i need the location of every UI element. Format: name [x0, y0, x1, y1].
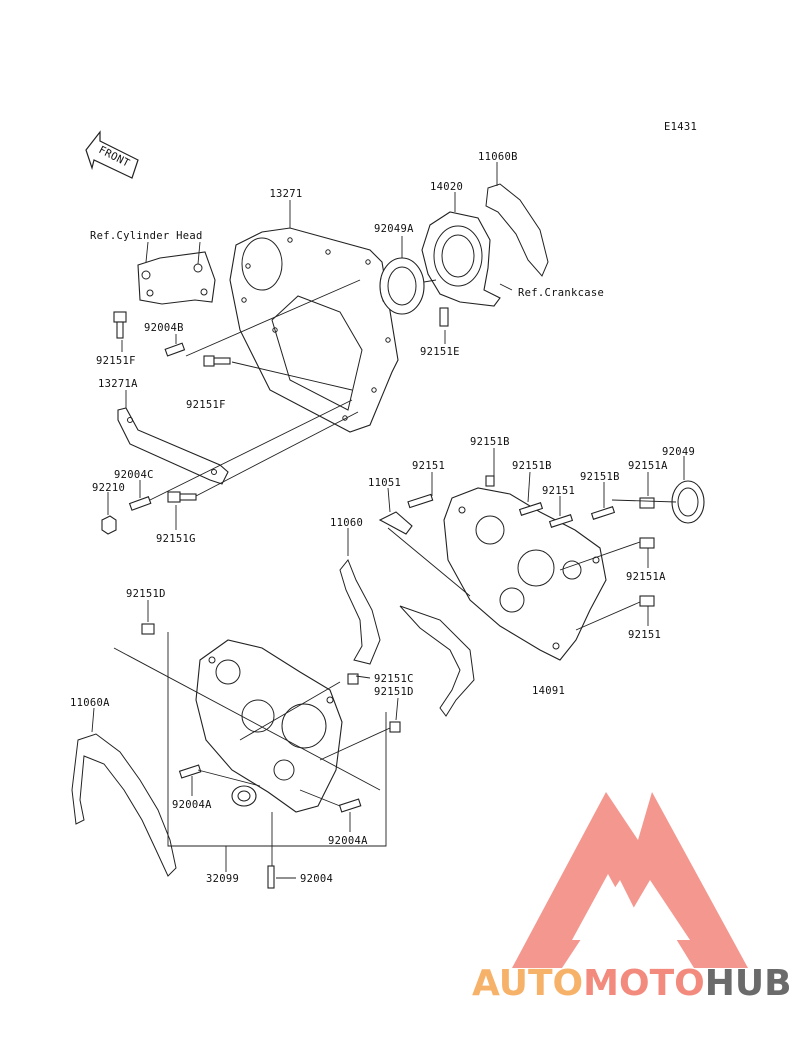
label-11051: 11051: [368, 477, 401, 489]
bracket-13271a-drawing: [117, 407, 229, 485]
label-ref-crankcase: Ref.Crankcase: [518, 287, 604, 299]
seal-92049a-drawing: [379, 257, 425, 315]
label-14020: 14020: [430, 181, 463, 193]
cylinder-head-ref-drawing: [137, 251, 216, 305]
label-13271a: 13271A: [98, 378, 138, 390]
cover-14091-drawing: [443, 487, 607, 661]
label-92151b-3: 92151B: [580, 471, 620, 483]
label-92151a-2: 92151A: [626, 571, 666, 583]
label-14091: 14091: [532, 685, 565, 697]
front-arrow-icon: FRONT: [85, 130, 139, 179]
gasket-11060a-drawing: [71, 733, 177, 877]
seal-small-drawing: [231, 785, 257, 807]
housing-14020-drawing: [421, 211, 501, 327]
label-13271: 13271: [269, 188, 302, 200]
gasket-11060b-drawing: [485, 183, 549, 277]
automotohub-logo-icon: [512, 792, 748, 968]
label-ref-cylinder-head: Ref.Cylinder Head: [90, 230, 203, 242]
plate-13271-drawing: [229, 227, 399, 433]
label-92151f-2: 92151F: [186, 399, 226, 411]
diagram-code: E1431: [664, 121, 697, 133]
watermark-moto: MOTO: [583, 963, 705, 1004]
label-92049: 92049: [662, 446, 695, 458]
label-92151d-2: 92151D: [374, 686, 414, 698]
seal-92049-drawing: [671, 480, 705, 524]
label-92004c: 92004C: [114, 469, 154, 481]
label-92151f-1: 92151F: [96, 355, 136, 367]
label-92151d-1: 92151D: [126, 588, 166, 600]
label-92151b-2: 92151B: [512, 460, 552, 472]
bolt-group-right: [407, 475, 655, 607]
watermark-hub: HUB: [705, 963, 792, 1004]
label-92151-2: 92151: [542, 485, 575, 497]
watermark-auto: AUTO: [472, 963, 583, 1004]
label-92004b: 92004B: [144, 322, 184, 334]
label-92004a-2: 92004A: [328, 835, 368, 847]
label-92210: 92210: [92, 482, 125, 494]
label-92004a-1: 92004A: [172, 799, 212, 811]
label-92151e: 92151E: [420, 346, 460, 358]
label-11060: 11060: [330, 517, 363, 529]
label-92151b-1: 92151B: [470, 436, 510, 448]
bolt-group-upper-left: [101, 311, 231, 535]
label-92151-1: 92151: [412, 460, 445, 472]
label-92151c: 92151C: [374, 673, 414, 685]
cover-32099-drawing: [195, 639, 343, 813]
label-92151-3: 92151: [628, 629, 661, 641]
leader-lines: [91, 162, 685, 879]
label-11060b: 11060B: [478, 151, 518, 163]
label-92004: 92004: [300, 873, 333, 885]
label-92049a: 92049A: [374, 223, 414, 235]
label-92151a-1: 92151A: [628, 460, 668, 472]
label-32099: 32099: [206, 873, 239, 885]
bracket-11051-drawing: [378, 511, 413, 535]
label-11060a: 11060A: [70, 697, 110, 709]
bolt-group-lower: [141, 623, 401, 889]
gasket-11060-drawing: [339, 559, 475, 717]
watermark-brand: AUTOMOTOHUB: [472, 963, 792, 1004]
label-92151g: 92151G: [156, 533, 196, 545]
